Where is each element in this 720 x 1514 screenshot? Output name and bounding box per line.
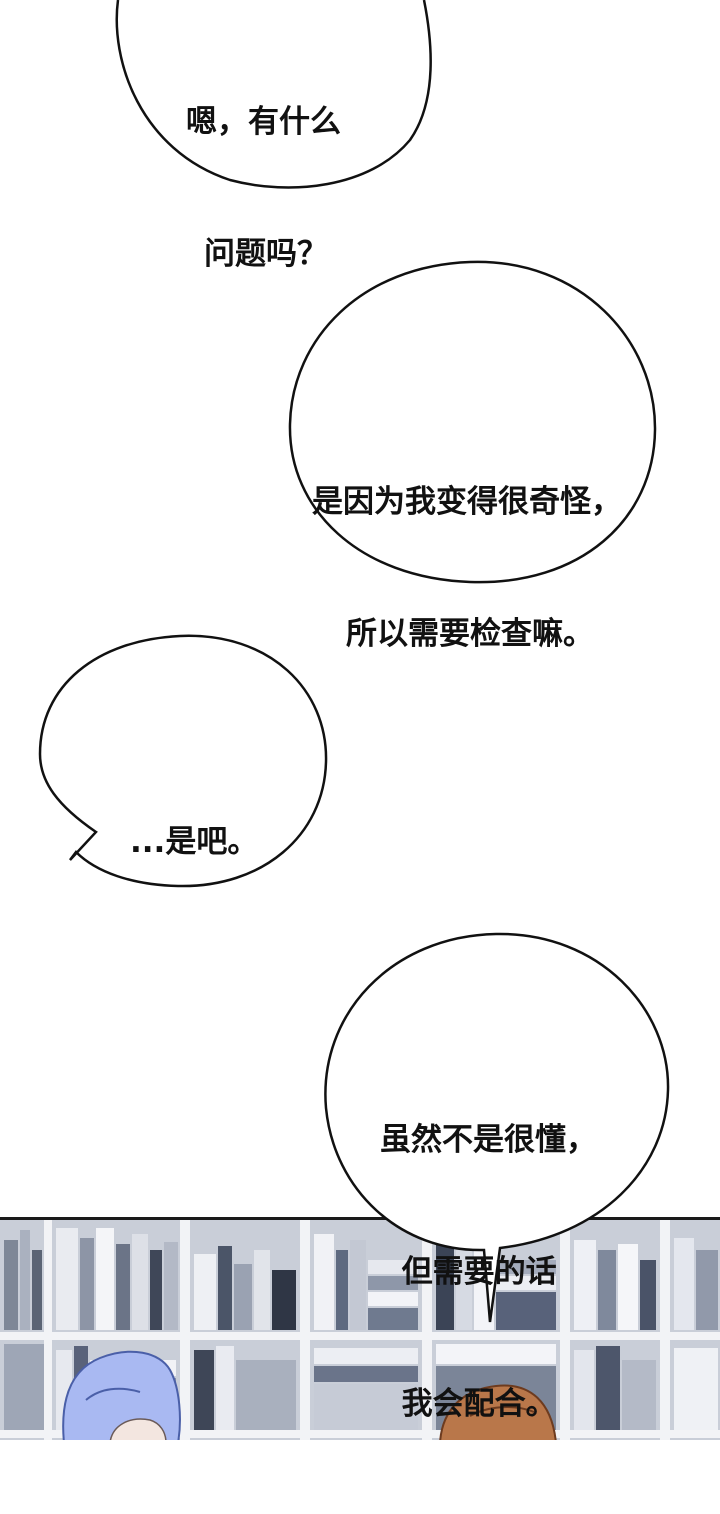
bubble-3-line-1: ...是吧。 xyxy=(130,824,259,860)
bubble-1-line-1: 嗯，有什么 xyxy=(186,104,341,140)
comic-page: 嗯，有什么 问题吗？ 是因为我变得很奇怪， 所以需要检查嘛。 ...是吧。 虽然… xyxy=(0,0,720,1440)
shelf-frames xyxy=(0,1220,720,1440)
bubble-1-text: 嗯，有什么 问题吗？ xyxy=(186,12,341,364)
right-character xyxy=(439,1384,557,1440)
left-character xyxy=(62,1350,181,1440)
bookshelf-scene xyxy=(0,1220,720,1440)
bubble-2-text: 是因为我变得很奇怪， 所以需要检查嘛。 xyxy=(312,392,622,744)
bubble-4-line-2: 但需要的话 xyxy=(380,1254,557,1290)
bubble-4-text: 虽然不是很懂， 但需要的话 我会配合。 xyxy=(380,1030,597,1514)
bubble-1-line-2: 问题吗？ xyxy=(204,236,328,272)
bubble-3-text: ...是吧。 xyxy=(130,732,258,952)
bubble-2-line-2: 所以需要检查嘛。 xyxy=(346,616,594,652)
bubble-4-line-3: 我会配合。 xyxy=(380,1386,557,1422)
bubble-2-line-1: 是因为我变得很奇怪， xyxy=(312,484,622,520)
bookshelf-panel xyxy=(0,1217,720,1440)
bubble-4-line-1: 虽然不是很懂， xyxy=(380,1122,597,1158)
